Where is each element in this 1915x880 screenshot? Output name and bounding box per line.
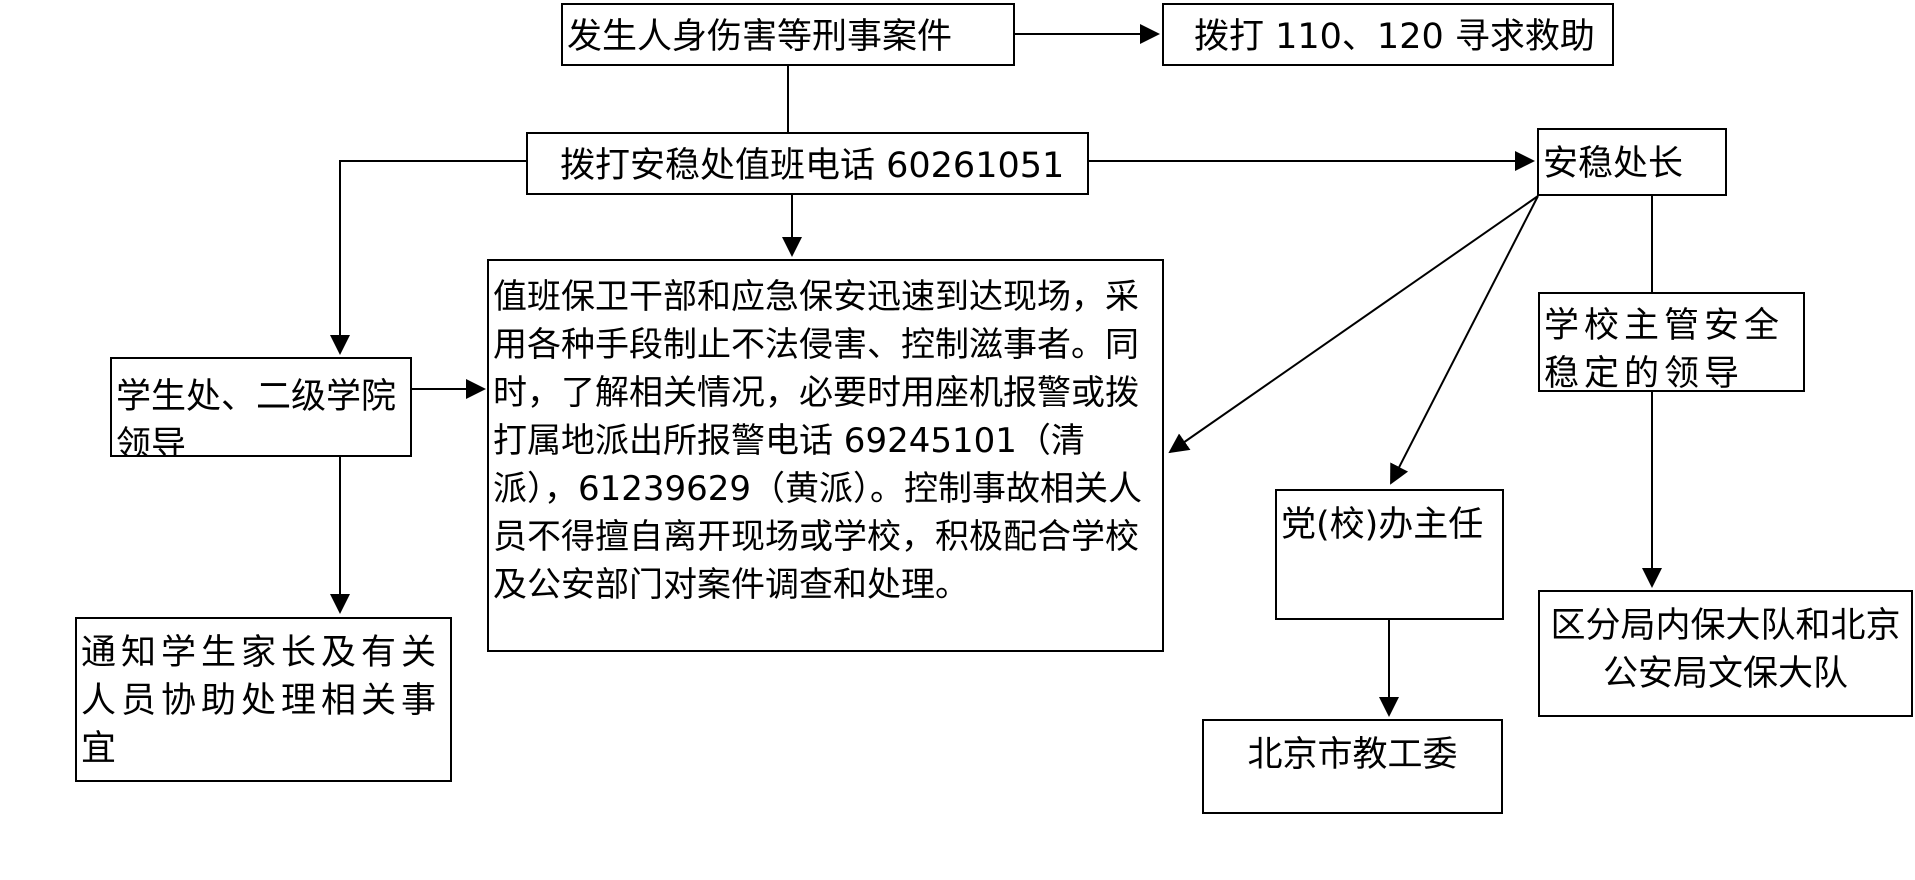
node-security-chief-label: 安稳处长 — [1543, 144, 1684, 184]
node-emergency-call-label: 拨打 110、120 寻求救助 — [1194, 17, 1595, 57]
node-incident: 发生人身伤害等刑事案件 — [561, 3, 1015, 66]
node-onsite-action-label: 值班保卫干部和应急保安迅速到达现场，采用各种手段制止不法侵害、控制滋事者。同时，… — [493, 277, 1143, 605]
node-party-office-label: 党(校)办主任 — [1281, 505, 1484, 545]
node-police-brigade: 区分局内保大队和北京公安局文保大队 — [1538, 590, 1913, 717]
node-duty-phone: 拨打安稳处值班电话 60261051 — [526, 132, 1089, 195]
arrow-security-chief-to-party-office — [1390, 195, 1539, 485]
node-party-office: 党(校)办主任 — [1275, 489, 1504, 620]
node-duty-phone-label: 拨打安稳处值班电话 60261051 — [560, 146, 1065, 186]
node-police-brigade-label: 区分局内保大队和北京公安局文保大队 — [1550, 606, 1901, 694]
node-onsite-action: 值班保卫干部和应急保安迅速到达现场，采用各种手段制止不法侵害、控制滋事者。同时，… — [487, 259, 1164, 652]
node-emergency-call: 拨打 110、120 寻求救助 — [1162, 3, 1614, 66]
node-security-chief: 安稳处长 — [1537, 128, 1727, 196]
node-education-committee: 北京市教工委 — [1202, 719, 1503, 814]
node-student-affairs-label: 学生处、二级学院领导 — [116, 377, 397, 457]
node-notify-parents: 通知学生家长及有关人员协助处理相关事宜 — [75, 617, 452, 782]
arrow-security-chief-to-onsite-action — [1168, 195, 1539, 454]
node-notify-parents-label: 通知学生家长及有关人员协助处理相关事宜 — [81, 633, 442, 769]
node-education-committee-label: 北京市教工委 — [1247, 735, 1458, 775]
arrow-duty-phone-to-student-affairs — [330, 160, 528, 355]
node-safety-leader: 学校主管安全稳定的领导 — [1538, 292, 1805, 392]
node-safety-leader-label: 学校主管安全稳定的领导 — [1544, 306, 1785, 392]
node-student-affairs: 学生处、二级学院领导 — [110, 357, 412, 457]
node-incident-label: 发生人身伤害等刑事案件 — [567, 17, 953, 57]
